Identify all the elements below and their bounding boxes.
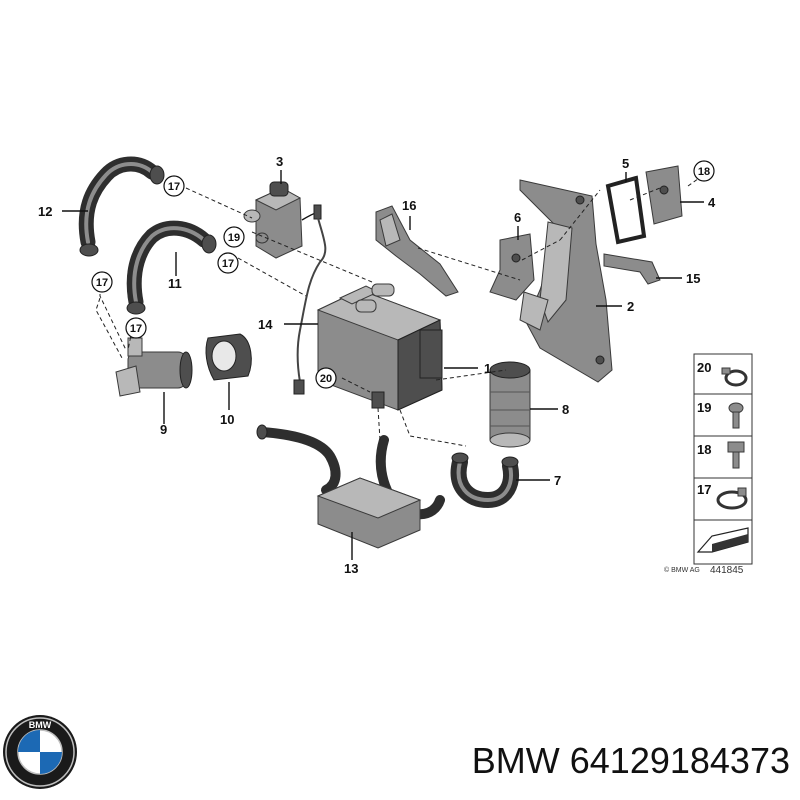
bmw-logo: BMW	[3, 715, 77, 789]
callout-1: 1	[484, 361, 491, 376]
leader-lines	[62, 170, 704, 560]
callout-13: 13	[344, 561, 358, 576]
bolt-18-icon	[727, 441, 745, 469]
strap-15	[603, 253, 661, 285]
copyright-text: © BMW AG	[664, 566, 700, 574]
svg-text:18: 18	[698, 166, 710, 178]
arrow-icon	[696, 527, 749, 553]
plate-4	[645, 165, 683, 225]
callout-16: 16	[402, 198, 416, 213]
diagram-number: 441845	[710, 565, 744, 576]
legend-label-20: 20	[697, 360, 711, 375]
hose-7	[450, 452, 519, 508]
svg-text:17: 17	[96, 277, 108, 289]
bracket-2	[519, 179, 613, 383]
bracket-6	[489, 233, 535, 301]
bracket-16	[375, 205, 459, 297]
legend-label-19: 19	[697, 400, 711, 415]
callout-9: 9	[160, 422, 167, 437]
heater-1	[316, 283, 443, 411]
pump-9	[115, 337, 193, 397]
circled-19: 19	[223, 226, 245, 248]
clamp-10	[205, 333, 252, 381]
circled-18: 18	[693, 160, 715, 182]
wire-connector	[293, 379, 305, 395]
callout-14: 14	[258, 317, 273, 332]
callout-15: 15	[686, 271, 700, 286]
exhaust-13	[256, 424, 445, 549]
svg-text:17: 17	[168, 181, 180, 193]
circled-17-c: 17	[91, 271, 113, 293]
screw-19-icon	[728, 402, 744, 429]
dashed-leaders	[95, 175, 703, 447]
callout-11: 11	[168, 276, 182, 291]
circled-17-b: 17	[217, 252, 239, 274]
svg-text:20: 20	[320, 373, 332, 385]
svg-text:17: 17	[222, 258, 234, 270]
callout-6: 6	[514, 210, 521, 225]
callout-10: 10	[220, 412, 234, 427]
callout-7: 7	[554, 473, 561, 488]
circled-20: 20	[315, 367, 337, 389]
circled-17-d: 17	[125, 317, 147, 339]
callout-5: 5	[622, 156, 629, 171]
hose-11	[126, 220, 217, 315]
svg-text:17: 17	[130, 323, 142, 335]
svg-text:BMW: BMW	[29, 720, 52, 730]
brand-part-number: BMW 64129184373	[410, 740, 790, 788]
hose-clamp-17-icon	[716, 487, 748, 510]
svg-text:19: 19	[228, 232, 240, 244]
callout-4: 4	[708, 195, 716, 210]
fastener-legend: 20 19 18 17	[693, 353, 753, 565]
callout-8: 8	[562, 402, 569, 417]
callout-3: 3	[276, 154, 283, 169]
legend-label-18: 18	[697, 442, 711, 457]
brand-name: BMW	[471, 740, 560, 781]
legend-label-17: 17	[697, 482, 711, 497]
valve-3	[243, 181, 322, 259]
hose-clamp-20-icon	[721, 367, 748, 387]
filter-8	[489, 361, 531, 448]
part-number: 64129184373	[569, 740, 790, 781]
callout-labels: 12 11 3 14 9 10 1 8 7 13 16 2 6 5 4 15	[38, 154, 716, 576]
wire-harness	[296, 217, 327, 383]
gasket-5	[605, 175, 647, 245]
circled-17-a: 17	[163, 175, 185, 197]
callout-12: 12	[38, 204, 52, 219]
circled-refs: 17 17 17 17 19 20 18	[91, 160, 715, 389]
hose-12	[78, 156, 165, 257]
callout-2: 2	[627, 299, 634, 314]
